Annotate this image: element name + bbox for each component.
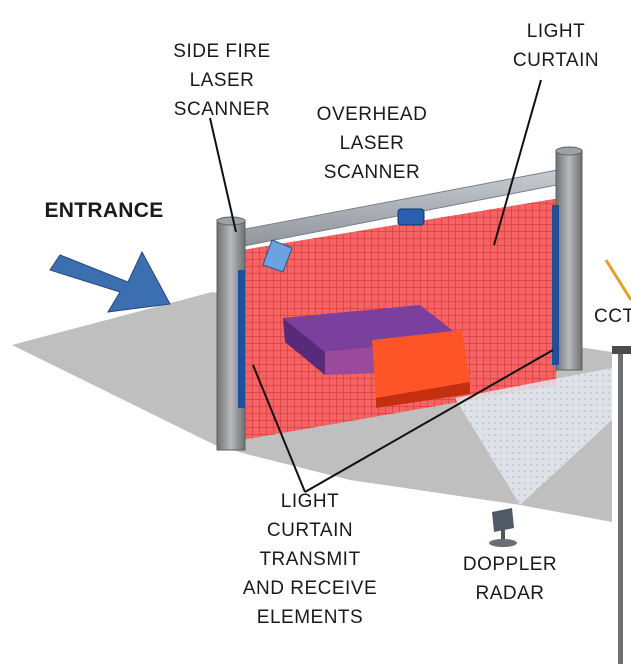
label-entrance: ENTRANCE xyxy=(44,199,164,222)
side-fire-laser-scanner-icon xyxy=(262,239,293,273)
label-doppler-radar: DOPPLER RADAR xyxy=(462,554,558,604)
label-light-curtain: LIGHT CURTAIN xyxy=(512,21,600,71)
overhead-laser-scanner-icon xyxy=(397,208,425,226)
label-cctv: CCT xyxy=(594,306,631,327)
label-light-curtain-transmit-receive: LIGHT CURTAIN TRANSMIT AND RECEIVE ELEME… xyxy=(242,491,378,628)
light-curtain-transmit-element xyxy=(238,270,245,408)
light-curtain-receive-element xyxy=(552,205,559,365)
label-overhead-laser-scanner: OVERHEAD LASER SCANNER xyxy=(316,104,428,183)
leader-lines xyxy=(209,79,554,493)
doppler-radar-icon xyxy=(489,508,517,547)
label-side-fire-laser-scanner: SIDE FIRE LASER SCANNER xyxy=(173,41,271,120)
vehicle xyxy=(283,305,470,408)
entrance-arrow xyxy=(49,250,171,313)
cctv-post xyxy=(618,352,623,664)
right-pole xyxy=(555,149,583,371)
